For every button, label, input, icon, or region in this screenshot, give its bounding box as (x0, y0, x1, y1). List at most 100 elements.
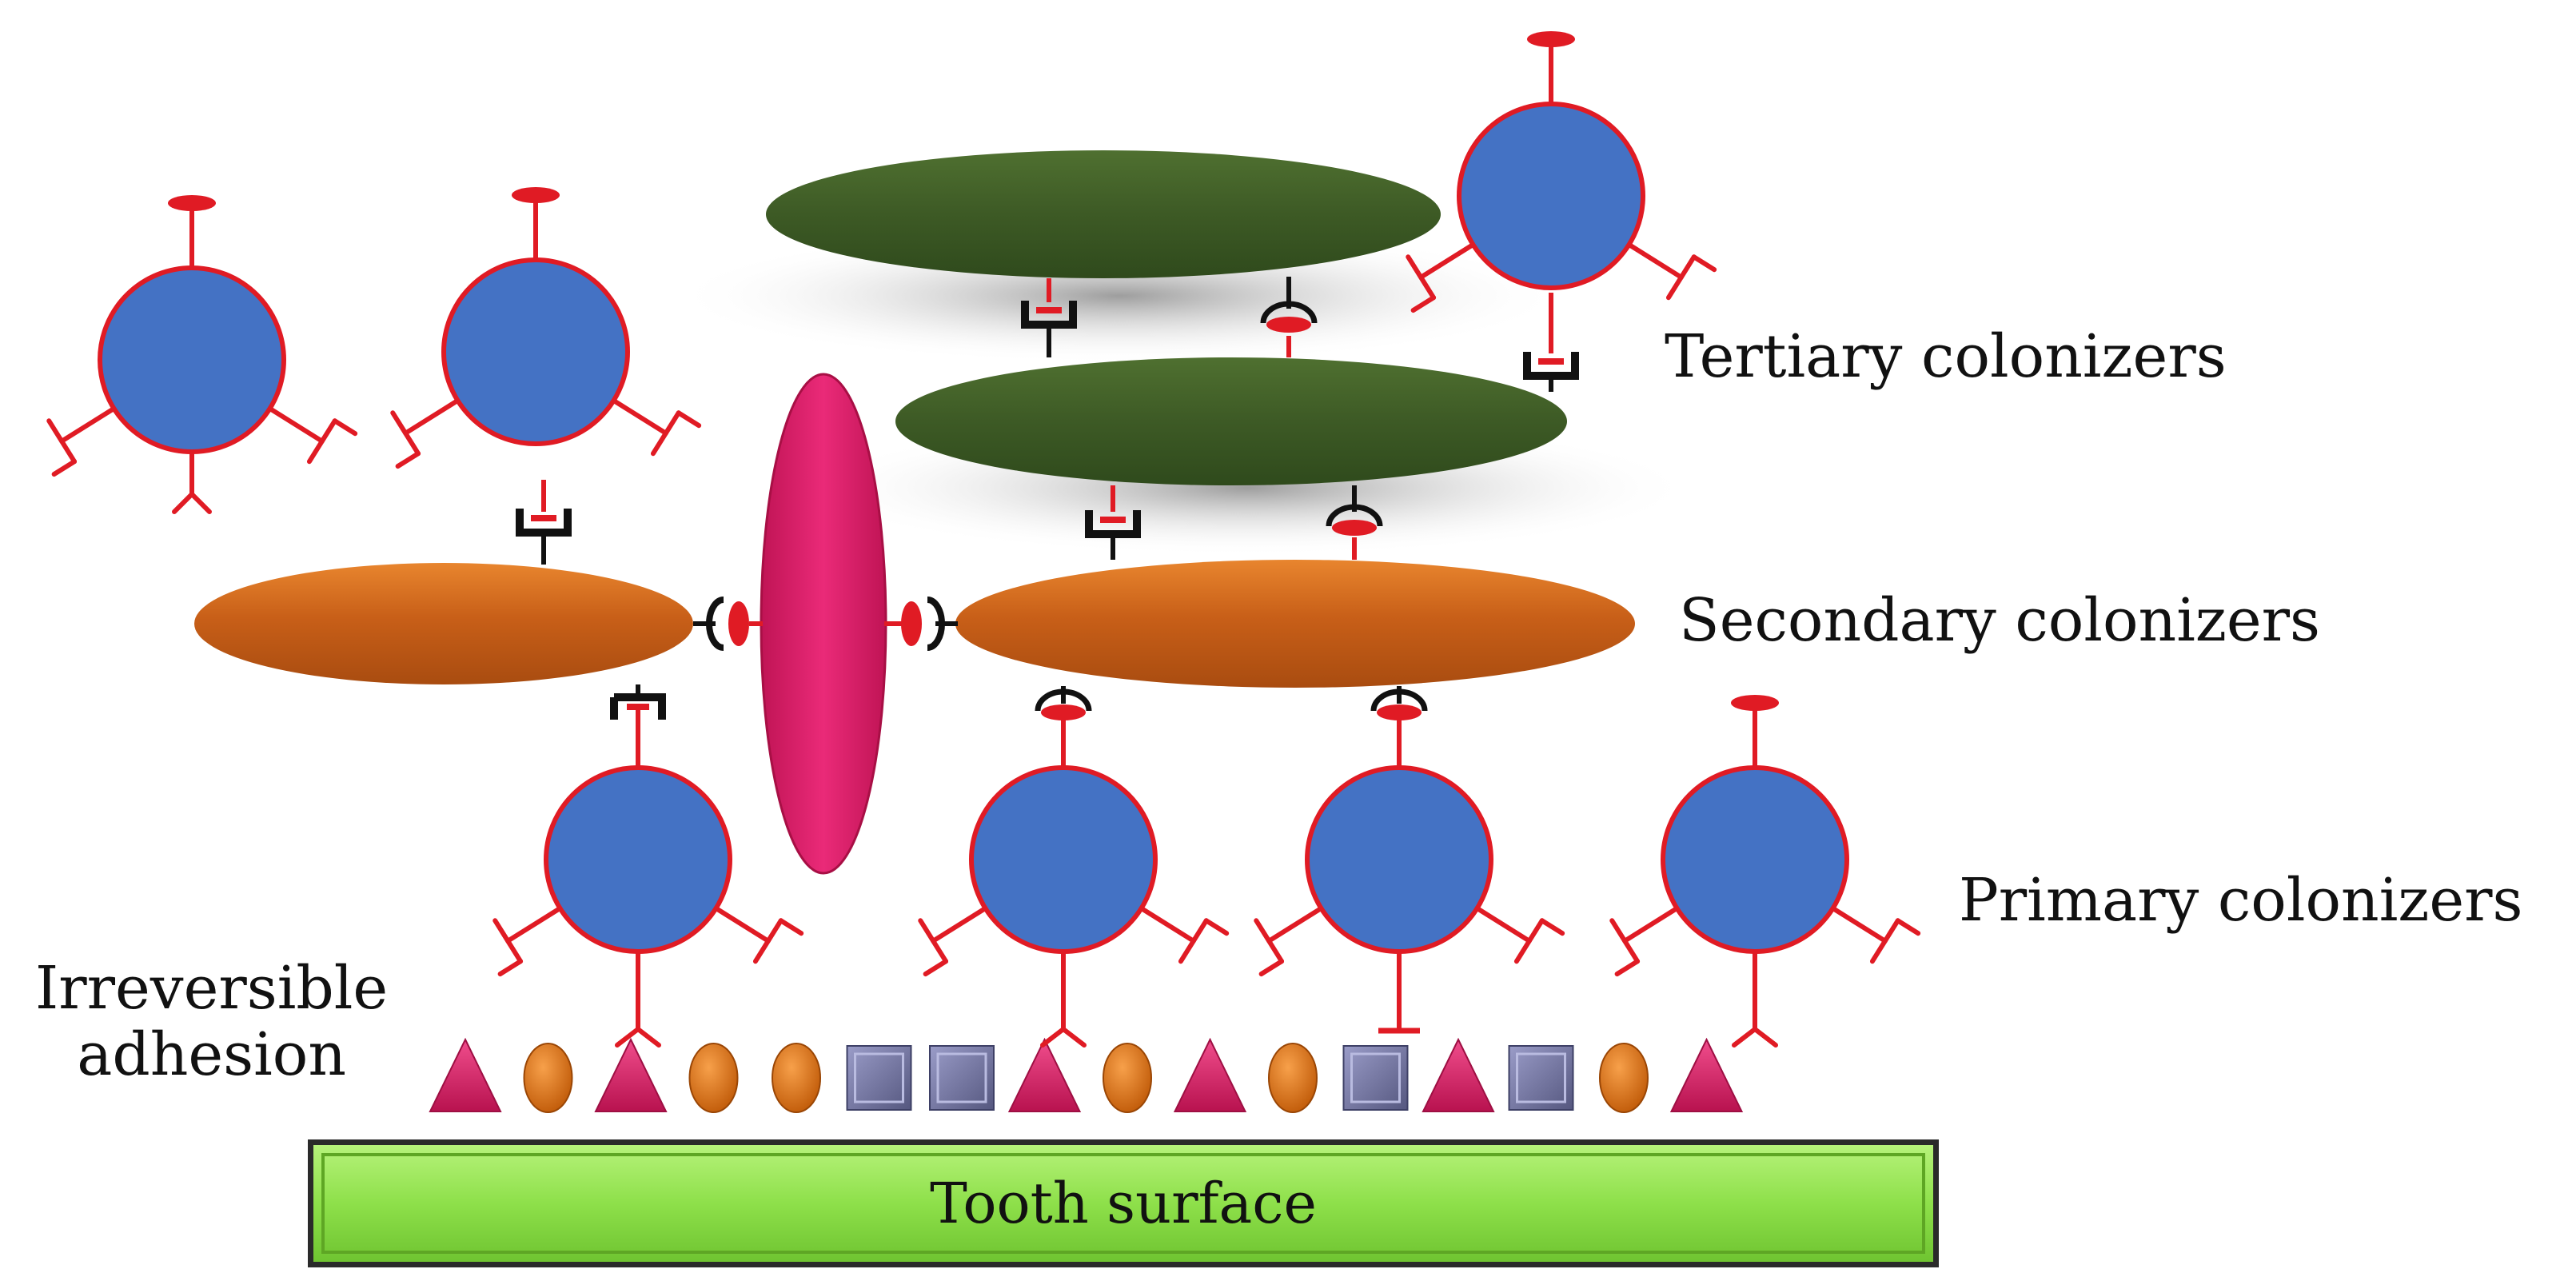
appendage-prong (51, 459, 78, 477)
appendage-crossbar (1513, 918, 1545, 964)
receptor-triangle (1007, 1037, 1082, 1112)
secondary-colonizer-right (955, 560, 1635, 688)
receptor-oval (1268, 1043, 1318, 1113)
appendage-prong (497, 959, 524, 977)
cell-body (1457, 102, 1645, 290)
cell-appendage (931, 904, 991, 944)
appendage-prong (1040, 1026, 1087, 1048)
receptor-triangle (594, 1037, 668, 1112)
irreversible-adhesion-label: Irreversible adhesion (35, 956, 388, 1088)
cell-appendage (608, 397, 668, 436)
primary-cell-1 (492, 765, 804, 1048)
cell-tertiary-top-right (1406, 31, 1717, 313)
cell-appendage (1136, 904, 1196, 944)
appendage-crossbar (918, 918, 949, 964)
receptor-square-bevel (1516, 1052, 1566, 1103)
cell-upper-left (46, 195, 358, 514)
bracket-connector (516, 509, 572, 537)
primary-cell-3 (1254, 765, 1565, 1034)
appendage-prong (172, 490, 212, 514)
receptor-triangle (1422, 1037, 1495, 1112)
cell-body (441, 257, 630, 446)
lectin-connector (706, 597, 724, 651)
appendage-prong (1732, 1026, 1778, 1048)
adhesin-oval (1527, 31, 1575, 47)
receptor-oval (1599, 1043, 1649, 1113)
appendage-crossbar (1406, 254, 1437, 301)
adhesin-oval (728, 601, 749, 646)
adhesin-oval (1041, 704, 1086, 720)
primary-cell-4 (1609, 695, 1921, 1048)
lectin-connector (1370, 688, 1428, 712)
adhesin-oval (901, 601, 922, 646)
appendage-prong (778, 918, 804, 936)
receptor-square (1342, 1045, 1409, 1111)
appendage-crossbar (752, 918, 784, 964)
receptor-square (1508, 1045, 1574, 1111)
adhesin-connectors (516, 277, 1579, 768)
appendage-crossbar (1254, 918, 1285, 964)
cell-body (1661, 765, 1849, 954)
tertiary-colonizer-middle (895, 357, 1567, 485)
appendage-prong (1258, 959, 1285, 977)
cell-appendage (403, 397, 463, 436)
appendage-prong (615, 1026, 661, 1048)
irreversible-label-line1: Irreversible (35, 954, 389, 1023)
cell-appendage (505, 904, 565, 944)
appendage-crossbar (1178, 918, 1209, 964)
appendage-prong (1691, 254, 1717, 273)
appendage-prong (1895, 918, 1921, 936)
secondary-colonizer-left (194, 563, 693, 684)
appendage-prong (676, 410, 702, 429)
appendage-crossbar (1665, 254, 1697, 301)
adhesin-oval (168, 195, 216, 211)
cell-upper-second (390, 187, 702, 469)
cell-body (544, 765, 732, 954)
appendage-prong (395, 451, 421, 469)
tertiary-colonizer-top (766, 150, 1441, 278)
bracket-connector (610, 693, 666, 720)
cell-appendage (265, 405, 325, 444)
appendage-crossbar (306, 418, 337, 465)
tooth-surface (308, 1139, 1939, 1267)
cell-appendage (711, 904, 771, 944)
primary-colonizers-label: Primary colonizers (1959, 866, 2523, 935)
cell-appendage (59, 405, 119, 444)
bracket-connector (1523, 352, 1579, 380)
appendage-crossbar (1609, 918, 1641, 964)
appendage-crossbar (390, 410, 421, 457)
adhesin-oval (512, 187, 560, 203)
cell-body (969, 765, 1158, 954)
irreversible-label-line2: adhesion (77, 1020, 346, 1089)
primary-cell-2 (918, 765, 1230, 1048)
receptor-square-bevel (854, 1052, 904, 1103)
receptor-triangle (429, 1037, 502, 1112)
receptor-square (929, 1045, 995, 1111)
appendage-prong (923, 959, 949, 977)
appendage-crossbar (492, 918, 524, 964)
tooth-surface-label: Tooth surface (930, 1171, 1317, 1236)
receptor-oval (688, 1043, 739, 1113)
receptor-oval (523, 1043, 573, 1113)
primary-and-tertiary-cells (46, 31, 1921, 1048)
appendage-crossbar (650, 410, 681, 457)
receptor-square-bevel (1350, 1052, 1401, 1103)
receptor-oval (772, 1043, 821, 1113)
cell-appendage (1624, 241, 1684, 280)
cell-appendage (1418, 241, 1478, 280)
adhesin-oval (1731, 695, 1779, 711)
cell-body (1305, 765, 1493, 954)
appendage-crossbar (1869, 918, 1900, 964)
bracket-connector (1021, 301, 1077, 329)
appendage-prong (1539, 918, 1565, 936)
appendage-prong (1203, 918, 1230, 936)
receptor-triangle (1173, 1037, 1247, 1112)
receptor-triangle (1669, 1037, 1744, 1112)
adhesin-oval (1377, 704, 1422, 720)
receptor-square (846, 1045, 912, 1111)
lectin-connector (1035, 688, 1092, 712)
cell-appendage (1622, 904, 1682, 944)
appendage-crossbar (46, 418, 78, 465)
cell-body (98, 265, 286, 454)
